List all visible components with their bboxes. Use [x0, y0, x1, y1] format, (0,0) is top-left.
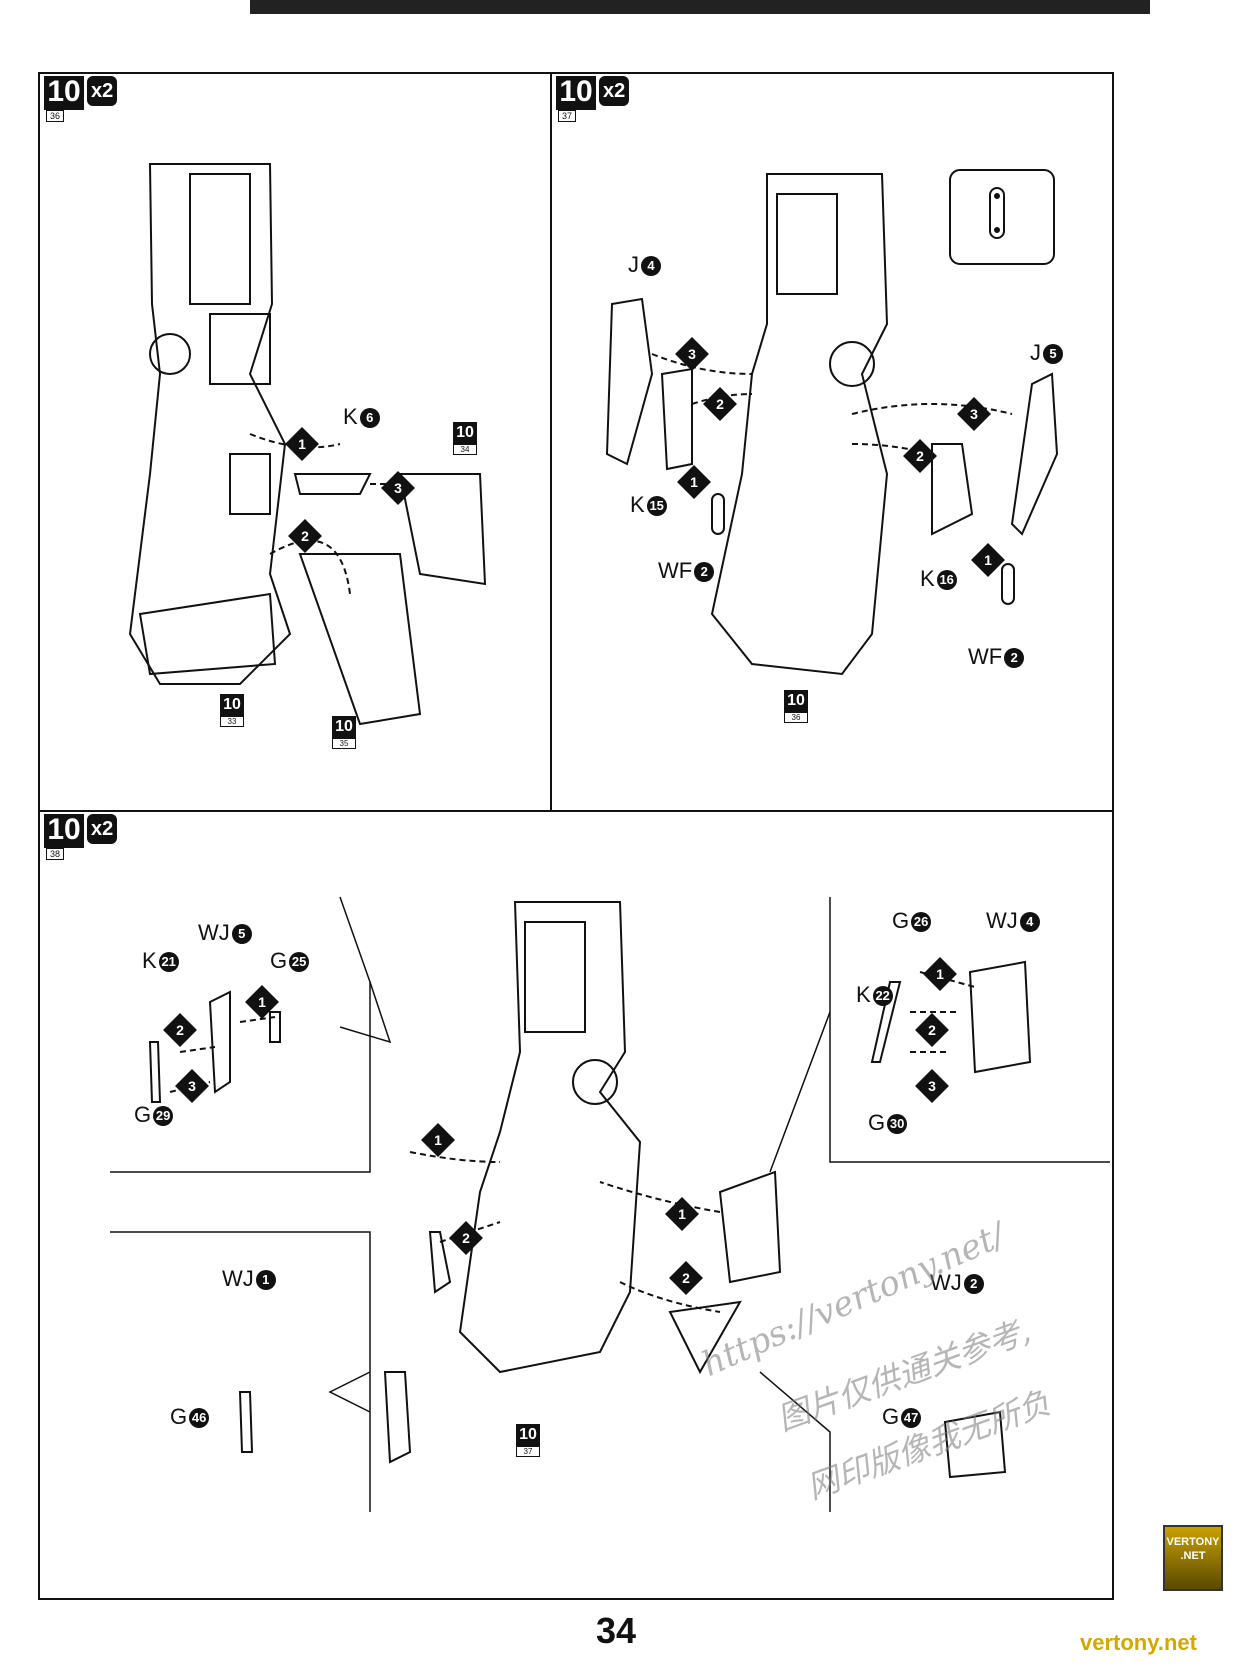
sequence-marker: 2 — [903, 439, 937, 473]
sequence-marker: 3 — [675, 337, 709, 371]
step-header: 10 x2 37 — [556, 76, 630, 122]
step-number: 10 — [556, 76, 596, 110]
sequence-marker: 1 — [971, 543, 1005, 577]
sequence-marker: 2 — [449, 1221, 483, 1255]
step-subnumber: 38 — [46, 848, 65, 860]
quantity-multiplier: x2 — [87, 814, 118, 844]
page-number: 34 — [596, 1610, 637, 1651]
detail-inset — [949, 169, 1055, 265]
sequence-marker: 2 — [288, 519, 322, 553]
arm-assembly-illustration — [128, 163, 487, 726]
sequence-marker: 1 — [285, 427, 319, 461]
sequence-marker: 1 — [421, 1123, 455, 1157]
page-top-edge — [250, 0, 1150, 14]
sequence-marker: 3 — [957, 397, 991, 431]
sequence-marker: 1 — [245, 985, 279, 1019]
step-panel-10-38: 10 x2 38 — [38, 810, 1114, 1600]
sequence-marker: 3 — [175, 1069, 209, 1103]
sequence-marker: 2 — [703, 387, 737, 421]
sequence-marker: 3 — [381, 471, 415, 505]
step-header: 10 x2 38 — [44, 814, 118, 860]
sequence-marker: 2 — [163, 1013, 197, 1047]
sequence-marker: 2 — [669, 1261, 703, 1295]
step-subnumber: 37 — [558, 110, 577, 122]
sequence-marker: 1 — [665, 1197, 699, 1231]
sequence-marker: 3 — [915, 1069, 949, 1103]
sequence-marker: 2 — [915, 1013, 949, 1047]
sequence-marker: 1 — [923, 957, 957, 991]
quantity-multiplier: x2 — [599, 76, 630, 106]
site-watermark: vertony.net — [1080, 1630, 1197, 1655]
site-badge-logo: VERTONY.NET — [1163, 1525, 1223, 1591]
step-number: 10 — [44, 76, 84, 110]
quantity-multiplier: x2 — [87, 76, 118, 106]
step-number: 10 — [44, 814, 84, 848]
step-subnumber: 36 — [46, 110, 65, 122]
step-header: 10 x2 36 — [44, 76, 118, 122]
sequence-marker: 1 — [677, 465, 711, 499]
arm-assembly-illustration — [605, 173, 1059, 676]
